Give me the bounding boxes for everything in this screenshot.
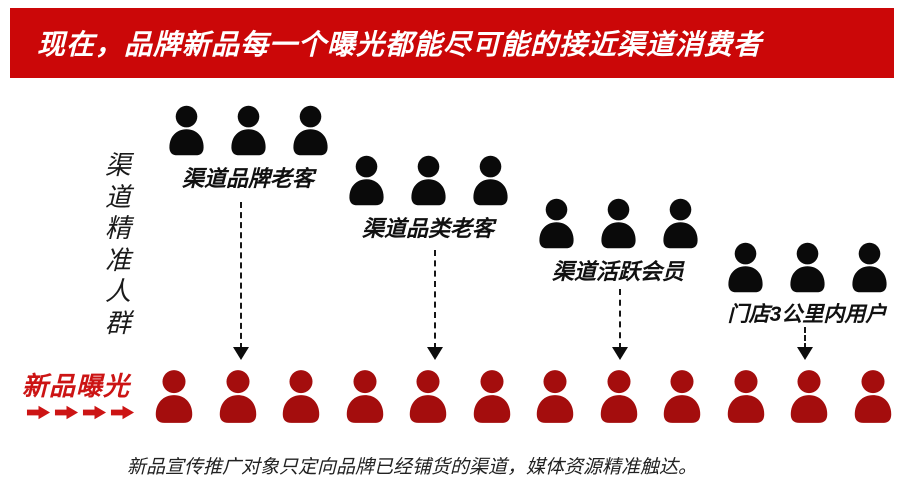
person-icon bbox=[468, 368, 516, 426]
right-arrow-icon bbox=[110, 404, 135, 421]
dashed-line bbox=[434, 250, 436, 349]
arrowhead bbox=[233, 347, 249, 360]
person-icons-row bbox=[344, 154, 513, 208]
audience-group-channel-category-customers: 渠道品类老客 bbox=[340, 154, 516, 243]
person-icon bbox=[723, 241, 768, 295]
person-icon bbox=[214, 368, 262, 426]
person-icon bbox=[341, 368, 389, 426]
arrowhead bbox=[612, 347, 628, 360]
right-arrow-icon bbox=[54, 404, 79, 421]
caption-text: 新品宣传推广对象只定向品牌已经铺货的渠道，媒体资源精准触达。 bbox=[127, 457, 698, 478]
person-icon bbox=[164, 104, 209, 158]
person-icon bbox=[150, 368, 198, 426]
group-label: 渠道活跃会员 bbox=[551, 259, 684, 284]
dashed-line bbox=[619, 289, 621, 349]
group-label: 渠道品牌老客 bbox=[181, 166, 314, 191]
person-icon bbox=[344, 154, 389, 208]
audience-axis-vertical-label: 渠道精准人群 bbox=[104, 150, 131, 338]
person-icons-row bbox=[534, 197, 703, 251]
person-icon bbox=[658, 197, 703, 251]
person-icon bbox=[226, 104, 271, 158]
person-icon bbox=[847, 241, 892, 295]
person-icon bbox=[595, 368, 643, 426]
group-label: 渠道品类老客 bbox=[361, 216, 494, 241]
dashed-line bbox=[804, 327, 806, 349]
exposure-icons-row bbox=[150, 368, 897, 426]
exposure-arrows-row bbox=[26, 404, 135, 421]
person-icon bbox=[785, 241, 830, 295]
arrowhead bbox=[797, 347, 813, 360]
person-icon bbox=[277, 368, 325, 426]
person-icon bbox=[722, 368, 770, 426]
down-arrow-icon bbox=[796, 327, 814, 360]
person-icon bbox=[404, 368, 452, 426]
audience-group-channel-active-members: 渠道活跃会员 bbox=[529, 197, 707, 286]
audience-group-channel-brand-customers: 渠道品牌老客 bbox=[160, 104, 336, 193]
person-icon bbox=[468, 154, 513, 208]
down-arrow-icon bbox=[232, 202, 250, 360]
person-icon bbox=[849, 368, 897, 426]
person-icon bbox=[785, 368, 833, 426]
group-label: 门店3公里内用户 bbox=[727, 303, 887, 326]
down-arrow-icon bbox=[611, 289, 629, 360]
right-arrow-icon bbox=[82, 404, 107, 421]
person-icon bbox=[288, 104, 333, 158]
person-icons-row bbox=[164, 104, 333, 158]
person-icon bbox=[658, 368, 706, 426]
person-icons-row bbox=[723, 241, 892, 295]
arrowhead bbox=[427, 347, 443, 360]
exposure-label: 新品曝光 bbox=[22, 371, 131, 401]
person-icon bbox=[534, 197, 579, 251]
person-icon bbox=[531, 368, 579, 426]
down-arrow-icon bbox=[426, 250, 444, 360]
person-icon bbox=[596, 197, 641, 251]
person-icon bbox=[406, 154, 451, 208]
audience-group-store-3km-users: 门店3公里内用户 bbox=[719, 241, 895, 328]
banner: 现在，品牌新品每一个曝光都能尽可能的接近渠道消费者 bbox=[10, 8, 894, 78]
right-arrow-icon bbox=[26, 404, 51, 421]
banner-title: 现在，品牌新品每一个曝光都能尽可能的接近渠道消费者 bbox=[37, 29, 763, 60]
dashed-line bbox=[240, 202, 242, 349]
